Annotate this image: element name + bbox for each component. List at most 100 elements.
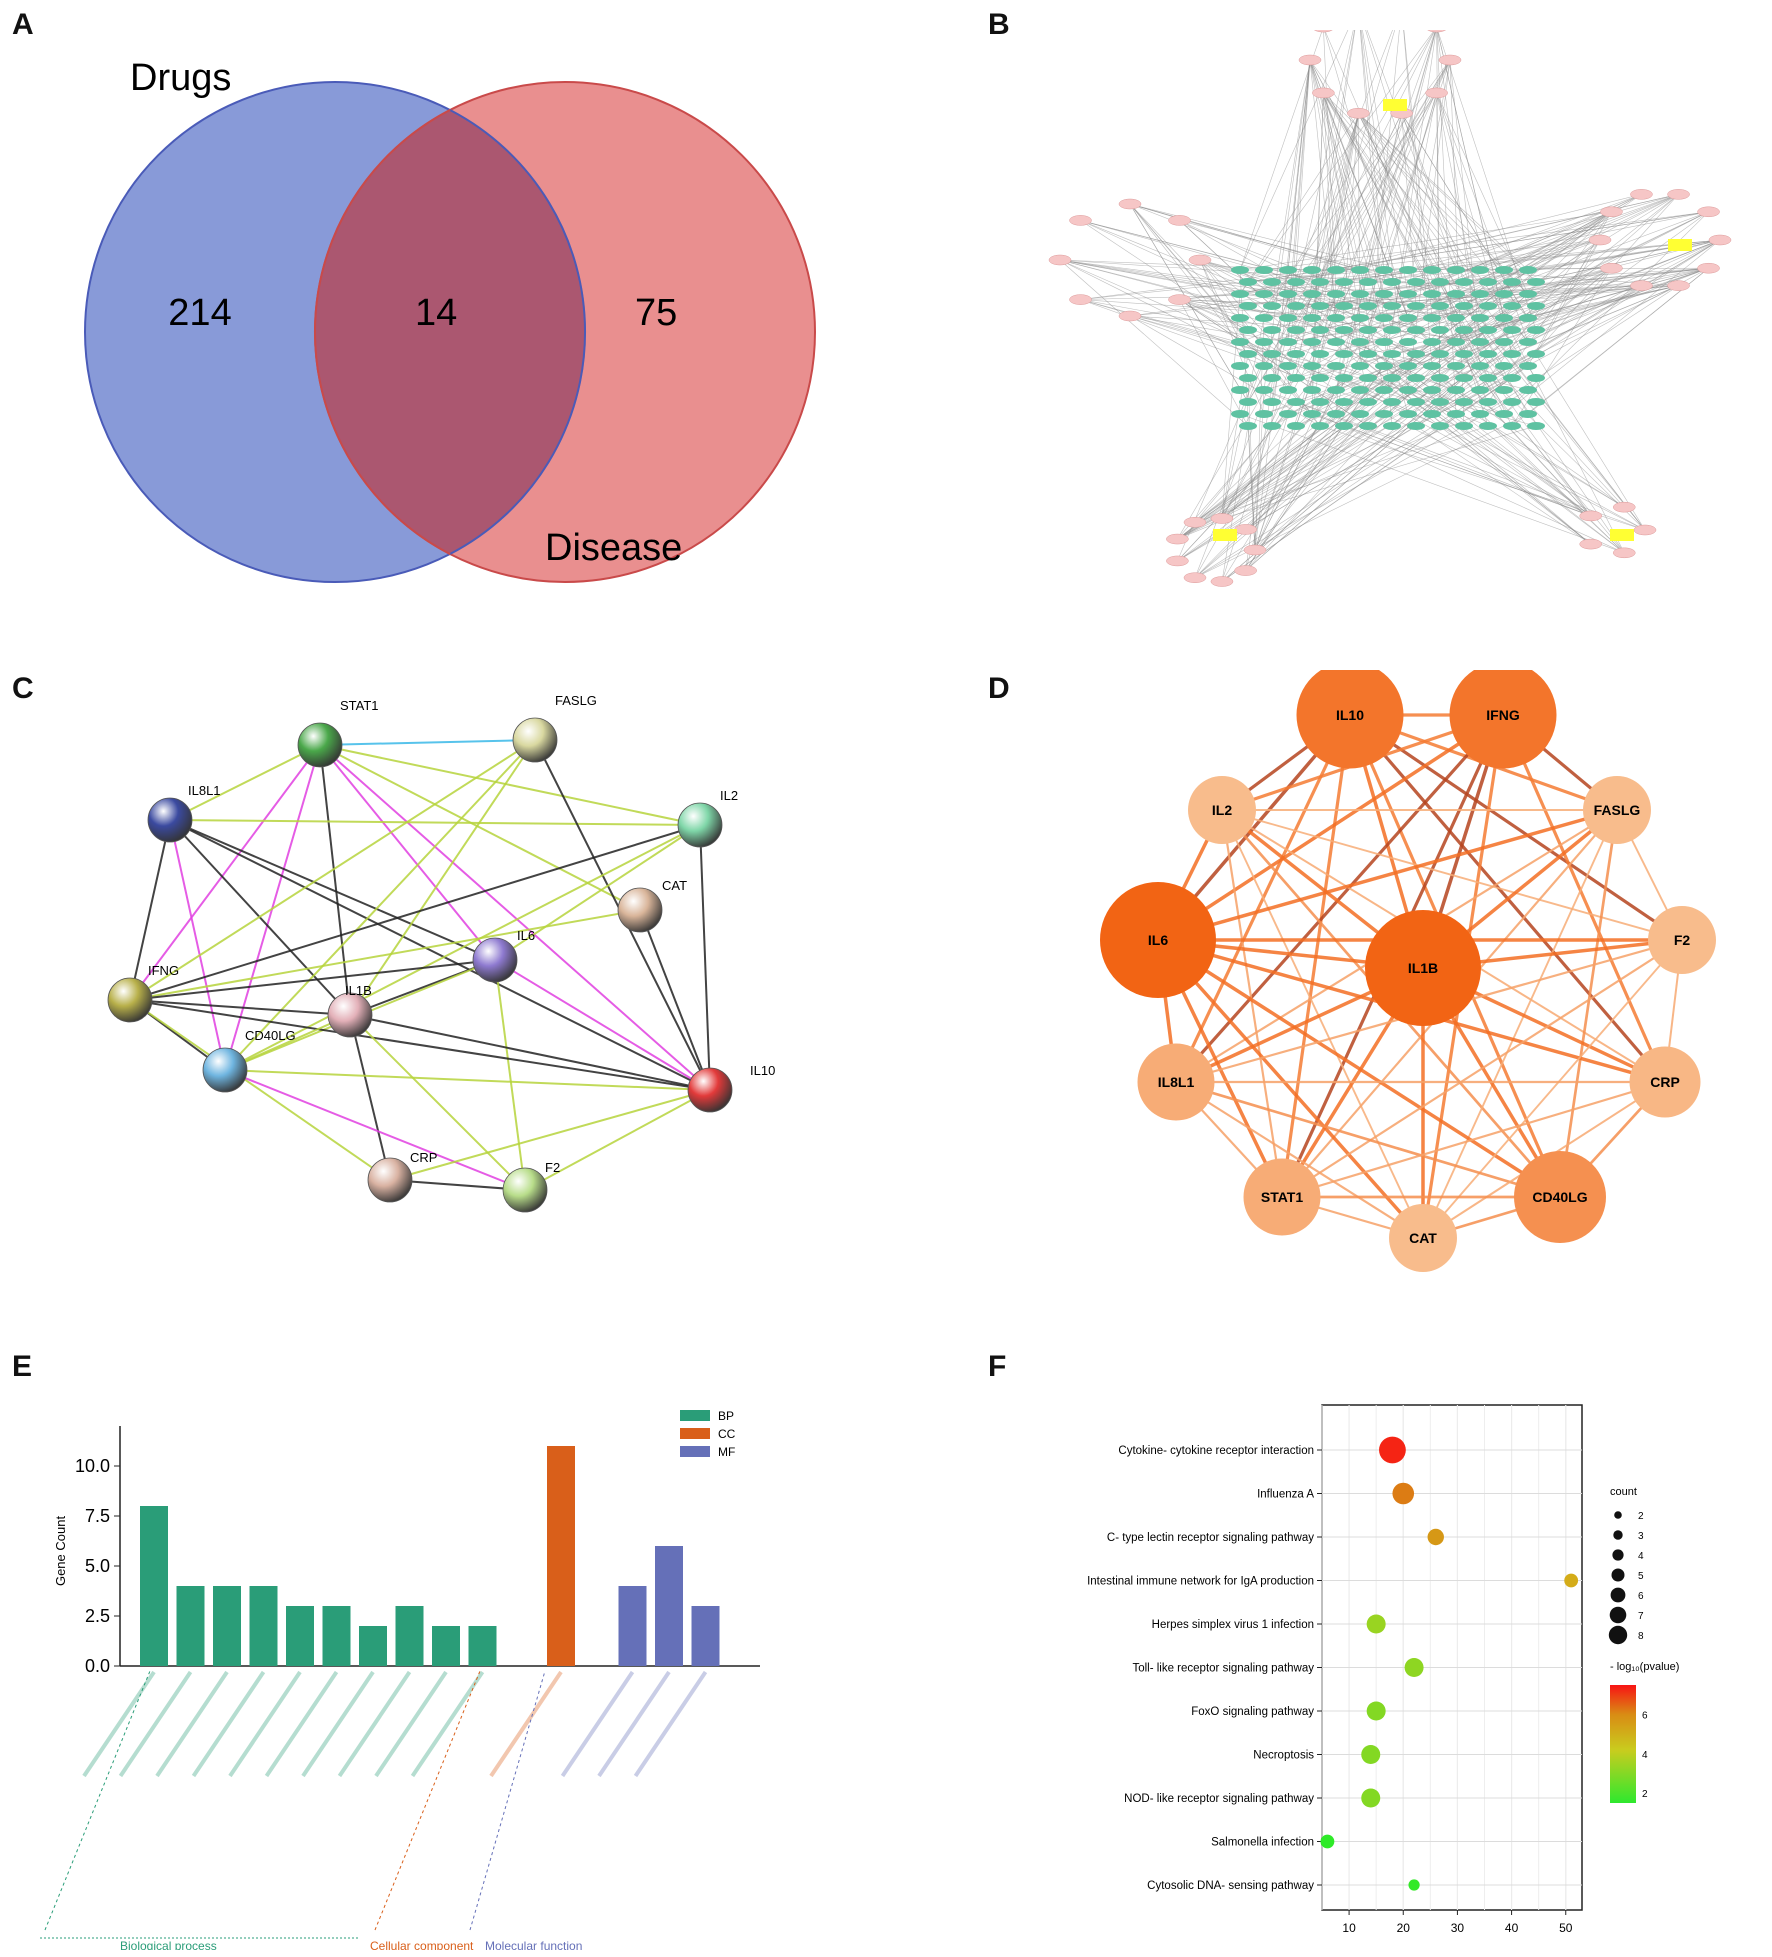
compound-node xyxy=(1279,410,1297,418)
compound-node xyxy=(1359,398,1377,406)
network-edge xyxy=(1287,211,1709,295)
size-legend-label: 6 xyxy=(1638,1591,1644,1602)
herb-node xyxy=(1118,310,1142,322)
network-edge xyxy=(1239,30,1349,271)
network-edge xyxy=(1295,30,1436,427)
panel-letter-d: D xyxy=(988,672,1010,705)
network-edge xyxy=(1323,92,1337,343)
ppi-edge xyxy=(224,739,536,1071)
hub-node-label: IL2 xyxy=(1212,802,1232,818)
compound-node xyxy=(1327,386,1345,394)
compound-node xyxy=(1279,386,1297,394)
network-edge xyxy=(1367,59,1451,307)
network-edge xyxy=(1311,113,1359,271)
network-edge xyxy=(1254,365,1337,551)
ppi-edge xyxy=(494,824,701,961)
ppi-edge xyxy=(224,824,701,1071)
hub-node-label: FASLG xyxy=(1594,802,1641,818)
ppi-edge xyxy=(224,1069,526,1191)
compound-node xyxy=(1335,398,1353,406)
compound-node xyxy=(1239,350,1257,358)
ppi-edge xyxy=(639,909,711,1091)
ppi-edge xyxy=(349,1014,526,1191)
compound-node xyxy=(1479,398,1497,406)
compound-node xyxy=(1495,314,1513,322)
compound-node xyxy=(1359,374,1377,382)
herb-node xyxy=(1118,198,1142,210)
network-edge xyxy=(1311,317,1591,545)
compound-node xyxy=(1311,398,1329,406)
herb-node xyxy=(1069,215,1092,226)
hub-node-label: IL10 xyxy=(1336,707,1364,723)
ppi-node-stat1 xyxy=(297,722,343,768)
compound-node xyxy=(1399,386,1417,394)
network-edge xyxy=(1367,239,1721,379)
compound-node xyxy=(1255,338,1273,346)
ppi-edge xyxy=(129,999,351,1016)
compound-node xyxy=(1431,302,1449,310)
ppi-edge xyxy=(319,744,496,961)
compound-node xyxy=(1231,290,1249,298)
y-tick-label: 10.0 xyxy=(75,1456,110,1476)
ppi-edge xyxy=(494,959,526,1191)
compound-node xyxy=(1279,362,1297,370)
network-edge xyxy=(1179,269,1481,300)
hub-node-stat1 xyxy=(1243,1158,1321,1236)
network-edge xyxy=(1309,59,1385,391)
hub-node-il1b xyxy=(1365,910,1481,1026)
ppi-node-label: IFNG xyxy=(148,963,179,978)
ppi-edge xyxy=(349,739,536,1016)
bar-bp xyxy=(432,1626,460,1666)
network-edge xyxy=(1311,92,1324,415)
network-edge xyxy=(1129,203,1249,403)
compound-node xyxy=(1455,350,1473,358)
network-edge xyxy=(1311,113,1359,367)
venn-value-intersection: 14 xyxy=(415,292,457,334)
legend-label: BP xyxy=(718,1409,734,1423)
network-edge xyxy=(1311,413,1591,517)
term-label xyxy=(597,1670,671,1778)
network-edge xyxy=(1247,377,1256,551)
herb-node xyxy=(1298,54,1322,66)
herb-node xyxy=(1613,501,1636,513)
pathway-bubble xyxy=(1361,1745,1381,1764)
compound-node xyxy=(1527,302,1545,310)
compound-node xyxy=(1503,422,1521,430)
network-edge xyxy=(1358,113,1529,343)
herb-node xyxy=(1168,215,1191,226)
term-label xyxy=(82,1670,156,1778)
compound-node xyxy=(1231,314,1249,322)
herb-node xyxy=(1425,87,1448,99)
compound-node xyxy=(1527,326,1545,334)
compound-node xyxy=(1335,278,1353,286)
compound-node xyxy=(1383,350,1401,358)
pathway-label: Necroptosis xyxy=(1253,1750,1314,1762)
network-edge xyxy=(1221,317,1385,582)
compound-node xyxy=(1335,350,1353,358)
network-edge xyxy=(1059,259,1481,367)
compound-node xyxy=(1231,362,1249,370)
compound-node xyxy=(1447,266,1465,274)
network-edge xyxy=(1179,299,1249,427)
network-edge xyxy=(1383,211,1612,391)
term-label xyxy=(489,1670,563,1778)
compound-node xyxy=(1407,350,1425,358)
herb-node xyxy=(1708,234,1732,246)
compound-node xyxy=(1311,302,1329,310)
hub-node-crp xyxy=(1629,1046,1701,1118)
herb-node xyxy=(1347,108,1370,119)
compound-node xyxy=(1375,266,1393,274)
compound-node xyxy=(1263,422,1281,430)
compound-node xyxy=(1279,314,1297,322)
network-edge xyxy=(1263,389,1625,554)
bar-bp xyxy=(322,1606,351,1666)
compound-node xyxy=(1255,362,1273,370)
compound-node xyxy=(1287,278,1305,286)
compound-node xyxy=(1287,398,1305,406)
compound-node xyxy=(1527,350,1545,358)
bar-bp xyxy=(359,1626,387,1666)
compound-target-network xyxy=(1048,30,1732,587)
ppi-edge xyxy=(319,744,701,826)
ppi-edge xyxy=(169,744,321,821)
